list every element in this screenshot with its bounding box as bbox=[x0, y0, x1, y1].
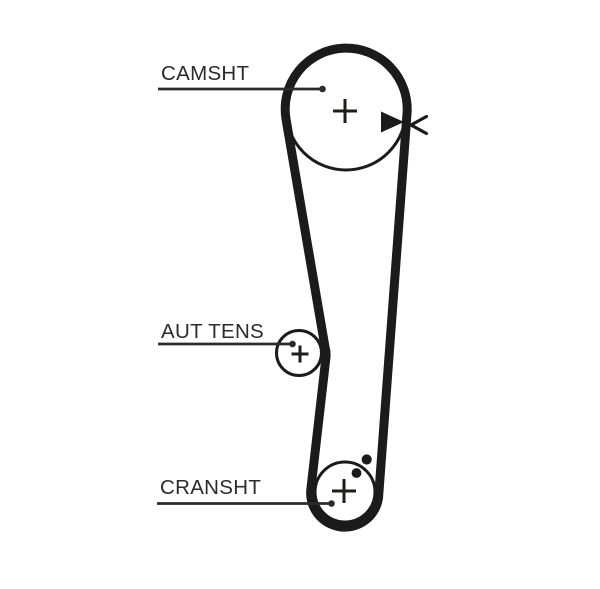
tensioner-label: AUT TENS bbox=[161, 320, 265, 343]
rotation-arrow-icon bbox=[381, 111, 404, 133]
tensioner-pulley-circle bbox=[275, 329, 323, 377]
crankshaft-timing-mark-dot-inner bbox=[351, 468, 362, 478]
rotation-chevron-icon bbox=[409, 114, 429, 136]
camshaft-pulley-circle bbox=[284, 48, 408, 172]
camshaft-label: CAMSHT bbox=[161, 62, 250, 85]
crankshaft-pulley-circle bbox=[313, 460, 377, 524]
crankshaft-timing-mark-dot-outer bbox=[361, 454, 372, 465]
crankshaft-plus-icon bbox=[332, 479, 356, 503]
crankshaft-label: CRANSHT bbox=[160, 476, 262, 499]
camshaft-leader bbox=[158, 85, 326, 93]
tensioner-leader bbox=[158, 340, 296, 348]
crankshaft-leader-dot bbox=[328, 500, 335, 507]
tensioner-leader-dot bbox=[289, 340, 296, 348]
camshaft-plus-icon bbox=[333, 99, 357, 123]
tensioner-plus-icon bbox=[291, 345, 309, 363]
camshaft-leader-dot bbox=[319, 85, 326, 93]
crankshaft-leader bbox=[157, 500, 335, 507]
